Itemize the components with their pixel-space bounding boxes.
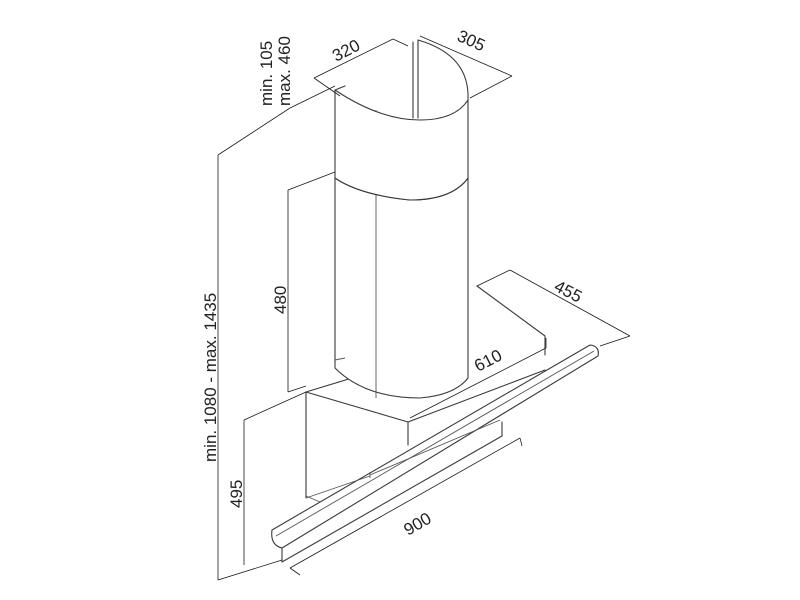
dimension-lines bbox=[217, 35, 631, 581]
label-480: 480 bbox=[271, 286, 290, 314]
label-900: 900 bbox=[401, 509, 435, 540]
label-total-height: min. 1080 - max. 1435 bbox=[201, 293, 220, 462]
label-min-105: min. 105 bbox=[257, 41, 276, 106]
label-305: 305 bbox=[454, 26, 488, 55]
chimney bbox=[334, 39, 469, 399]
label-495: 495 bbox=[227, 480, 246, 508]
label-610: 610 bbox=[471, 346, 505, 376]
label-455: 455 bbox=[551, 277, 585, 307]
label-max-460: max. 460 bbox=[275, 36, 294, 106]
label-320: 320 bbox=[329, 36, 363, 66]
hood-body bbox=[271, 285, 599, 563]
